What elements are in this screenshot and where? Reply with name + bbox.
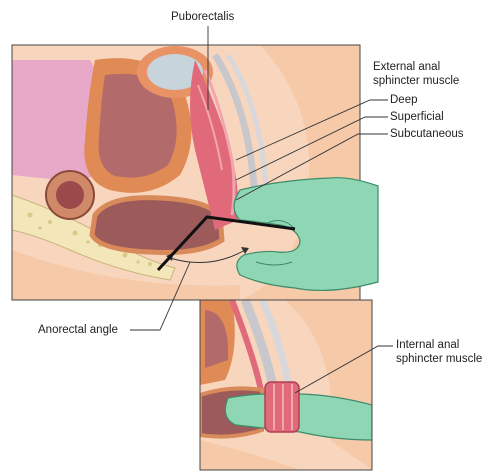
external-sphincter	[190, 60, 239, 230]
main-panel	[12, 45, 360, 300]
superficial-label: Superficial	[390, 111, 444, 123]
external-sphincter-label-line2: sphincter muscle	[373, 75, 460, 87]
subcutaneous-label: Subcutaneous	[390, 128, 464, 140]
deep-label: Deep	[390, 94, 418, 106]
internal-sphincter-label-line1: Internal anal	[396, 339, 460, 351]
inset-panel	[200, 300, 372, 470]
anorectal-angle-arc	[169, 249, 246, 263]
anorectal-angle-lines	[156, 215, 296, 272]
internal-sphincter-label-line2: sphincter muscle	[396, 353, 483, 365]
external-sphincter-label-line1: External anal	[373, 61, 441, 73]
main-panel-frame	[11, 44, 361, 301]
rectal-ampulla	[89, 195, 225, 255]
internal-sphincter-label: Internal anal sphincter muscle	[396, 338, 496, 366]
external-sphincter-label: External anal sphincter muscle	[373, 60, 491, 88]
skin-region	[12, 250, 240, 300]
leader-lines	[130, 26, 393, 394]
puborectalis-label: Puborectalis	[171, 11, 235, 23]
anorectal-angle-label: Anorectal angle	[38, 324, 118, 336]
inset-panel-frame	[199, 299, 373, 471]
gloved-hand	[233, 177, 379, 292]
